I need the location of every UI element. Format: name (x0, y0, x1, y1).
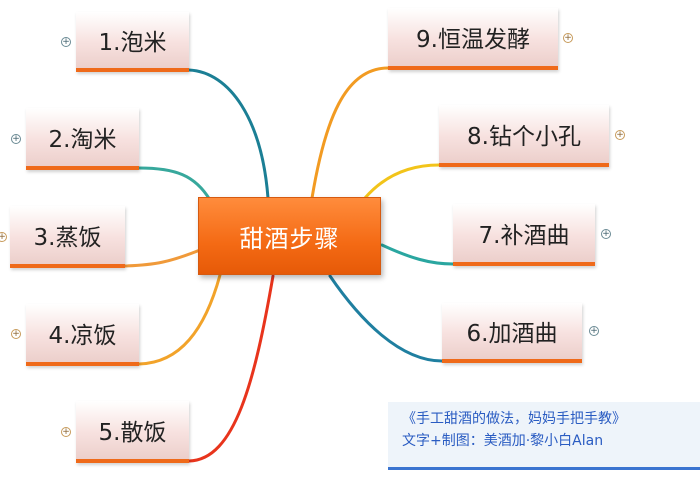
connector-n8 (363, 163, 441, 200)
topic-step-1[interactable]: 1.泡米 (76, 12, 189, 72)
expand-plus-icon[interactable]: + (61, 427, 71, 437)
topic-step-5[interactable]: 5.散饭 (76, 401, 189, 463)
expand-plus-icon[interactable]: + (563, 33, 573, 43)
topic-label: 3.蒸饭 (33, 225, 102, 251)
connector-n2 (137, 166, 212, 202)
connector-n4 (137, 273, 222, 366)
note-title: 《手工甜酒的做法，妈妈手把手教》 (402, 411, 626, 427)
expand-plus-icon[interactable]: + (589, 326, 599, 336)
expand-plus-icon[interactable]: + (11, 134, 21, 144)
topic-label: 5.散饭 (98, 420, 167, 446)
topic-step-6[interactable]: 6.加酒曲 (442, 303, 582, 363)
topic-step-8[interactable]: 8.钻个小孔 (439, 105, 609, 167)
connector-n6 (328, 274, 444, 363)
expand-plus-icon[interactable]: + (0, 232, 7, 242)
topic-label: 1.泡米 (98, 30, 167, 56)
topic-label: 7.补酒曲 (478, 223, 570, 249)
topic-step-9[interactable]: 9.恒温发酵 (388, 8, 558, 70)
expand-plus-icon[interactable]: + (615, 130, 625, 140)
connector-n9 (310, 66, 390, 200)
topic-label: 4.凉饭 (48, 323, 117, 349)
topic-step-2[interactable]: 2.淘米 (26, 108, 139, 170)
connector-n5 (187, 274, 275, 463)
topic-label: 2.淘米 (48, 127, 117, 153)
expand-plus-icon[interactable]: + (601, 229, 611, 239)
expand-plus-icon[interactable]: + (11, 329, 21, 339)
center-topic[interactable]: 甜酒步骤 (198, 197, 381, 275)
connector-n7 (380, 243, 455, 266)
topic-label: 9.恒温发酵 (416, 27, 530, 53)
topic-label: 6.加酒曲 (466, 321, 558, 347)
topic-step-4[interactable]: 4.凉饭 (26, 304, 139, 366)
topic-step-7[interactable]: 7.补酒曲 (453, 204, 595, 266)
expand-plus-icon[interactable]: + (61, 37, 71, 47)
topic-step-3[interactable]: 3.蒸饭 (10, 206, 125, 268)
center-topic-label: 甜酒步骤 (239, 224, 340, 253)
topic-label: 8.钻个小孔 (467, 124, 581, 150)
note-credit: 文字+制图：美酒加·黎小白Alan (402, 433, 604, 449)
credit-note: 《手工甜酒的做法，妈妈手把手教》 文字+制图：美酒加·黎小白Alan (388, 402, 700, 470)
connector-n1 (187, 68, 270, 200)
connector-n3 (123, 248, 202, 268)
